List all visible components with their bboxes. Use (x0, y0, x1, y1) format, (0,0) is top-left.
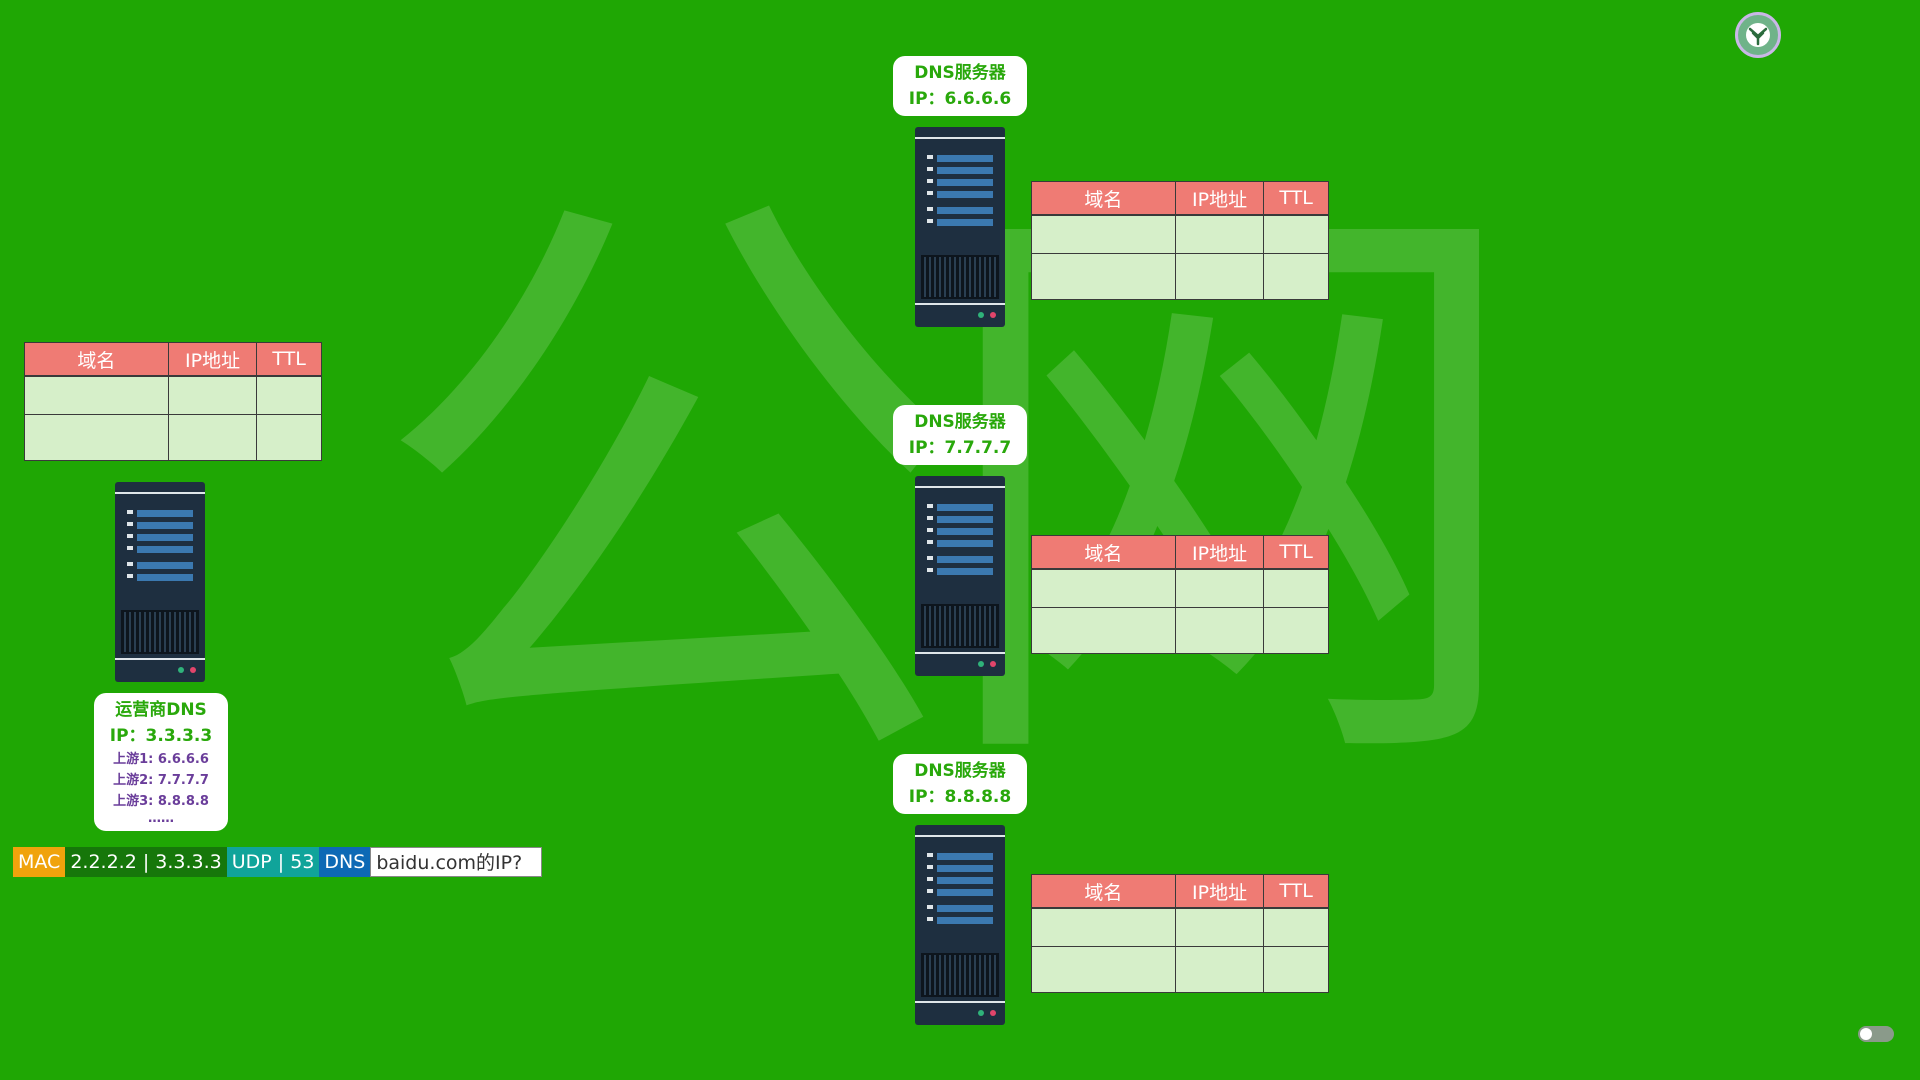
packet-udp-segment: UDP | 53 (226, 847, 320, 877)
dns-cache-table-3: 域名 IP地址 TTL (1031, 874, 1329, 993)
table-header-ttl: TTL (1263, 874, 1329, 909)
table-row (1031, 252, 1329, 300)
dns-server-name: DNS服务器 (914, 63, 1006, 83)
table-header-ttl: TTL (1263, 535, 1329, 570)
table-row (1031, 606, 1329, 654)
server-icon (915, 825, 1005, 1025)
table-row (24, 375, 322, 415)
table-row (1031, 945, 1329, 993)
table-row (1031, 907, 1329, 947)
toggle-icon[interactable] (1858, 1026, 1894, 1042)
table-cell (1263, 907, 1329, 947)
table-cell (1031, 945, 1176, 993)
table-cell (1174, 945, 1265, 993)
table-cell (1174, 907, 1265, 947)
table-cell (167, 375, 258, 415)
upstream-item: 上游2: 7.7.7.7 (113, 773, 209, 788)
table-cell (1031, 568, 1176, 608)
table-cell (256, 413, 322, 461)
table-cell (1174, 606, 1265, 654)
server-icon (915, 476, 1005, 676)
dns-server-ip: IP：6.6.6.6 (908, 89, 1012, 109)
table-cell (1263, 252, 1329, 300)
table-header-domain: 域名 (1031, 535, 1176, 570)
table-cell (1174, 252, 1265, 300)
toggle-knob (1860, 1028, 1872, 1040)
packet-query-segment: baidu.com的IP? (370, 847, 543, 877)
table-header-ip: IP地址 (1174, 181, 1265, 216)
table-cell (256, 375, 322, 415)
dns-query-packet: MAC 2.2.2.2 | 3.3.3.3 UDP | 53 DNS baidu… (13, 847, 543, 877)
table-header-domain: 域名 (24, 342, 169, 377)
table-cell (1174, 214, 1265, 254)
server-icon (915, 127, 1005, 327)
dns-server-name: DNS服务器 (914, 761, 1006, 781)
table-row (1031, 568, 1329, 608)
table-header-ip: IP地址 (1174, 874, 1265, 909)
dns-server-label-2: DNS服务器 IP：7.7.7.7 (893, 405, 1027, 465)
packet-dns-segment: DNS (319, 847, 371, 877)
table-cell (1263, 945, 1329, 993)
table-cell (24, 375, 169, 415)
table-header-ttl: TTL (256, 342, 322, 377)
isp-dns-label: 运营商DNS IP：3.3.3.3 上游1: 6.6.6.6 上游2: 7.7.… (94, 693, 228, 831)
table-header-domain: 域名 (1031, 181, 1176, 216)
upstream-item: 上游1: 6.6.6.6 (113, 752, 209, 767)
dns-server-ip: IP：7.7.7.7 (908, 438, 1012, 458)
table-cell (24, 413, 169, 461)
logo-icon (1735, 12, 1781, 58)
dns-server-label-3: DNS服务器 IP：8.8.8.8 (893, 754, 1027, 814)
dns-server-label-1: DNS服务器 IP：6.6.6.6 (893, 56, 1027, 116)
dns-server-name: DNS服务器 (914, 412, 1006, 432)
table-header-ip: IP地址 (1174, 535, 1265, 570)
dns-cache-table-1: 域名 IP地址 TTL (1031, 181, 1329, 300)
dns-server-ip: IP：8.8.8.8 (908, 787, 1012, 807)
upstream-more: …… (148, 811, 174, 826)
table-cell (1031, 214, 1176, 254)
table-header-ip: IP地址 (167, 342, 258, 377)
packet-ip-segment: 2.2.2.2 | 3.3.3.3 (65, 847, 227, 877)
table-header-ttl: TTL (1263, 181, 1329, 216)
table-cell (167, 413, 258, 461)
packet-mac-segment: MAC (13, 847, 66, 877)
table-cell (1031, 252, 1176, 300)
table-cell (1263, 214, 1329, 254)
isp-dns-name: 运营商DNS (115, 700, 207, 720)
table-cell (1031, 907, 1176, 947)
dns-cache-table-2: 域名 IP地址 TTL (1031, 535, 1329, 654)
table-cell (1174, 568, 1265, 608)
isp-dns-cache-table: 域名 IP地址 TTL (24, 342, 322, 461)
server-icon (115, 482, 205, 682)
isp-dns-ip: IP：3.3.3.3 (109, 726, 213, 746)
table-cell (1031, 606, 1176, 654)
table-header-domain: 域名 (1031, 874, 1176, 909)
table-cell (1263, 568, 1329, 608)
upstream-item: 上游3: 8.8.8.8 (113, 794, 209, 809)
table-row (24, 413, 322, 461)
table-row (1031, 214, 1329, 254)
table-cell (1263, 606, 1329, 654)
